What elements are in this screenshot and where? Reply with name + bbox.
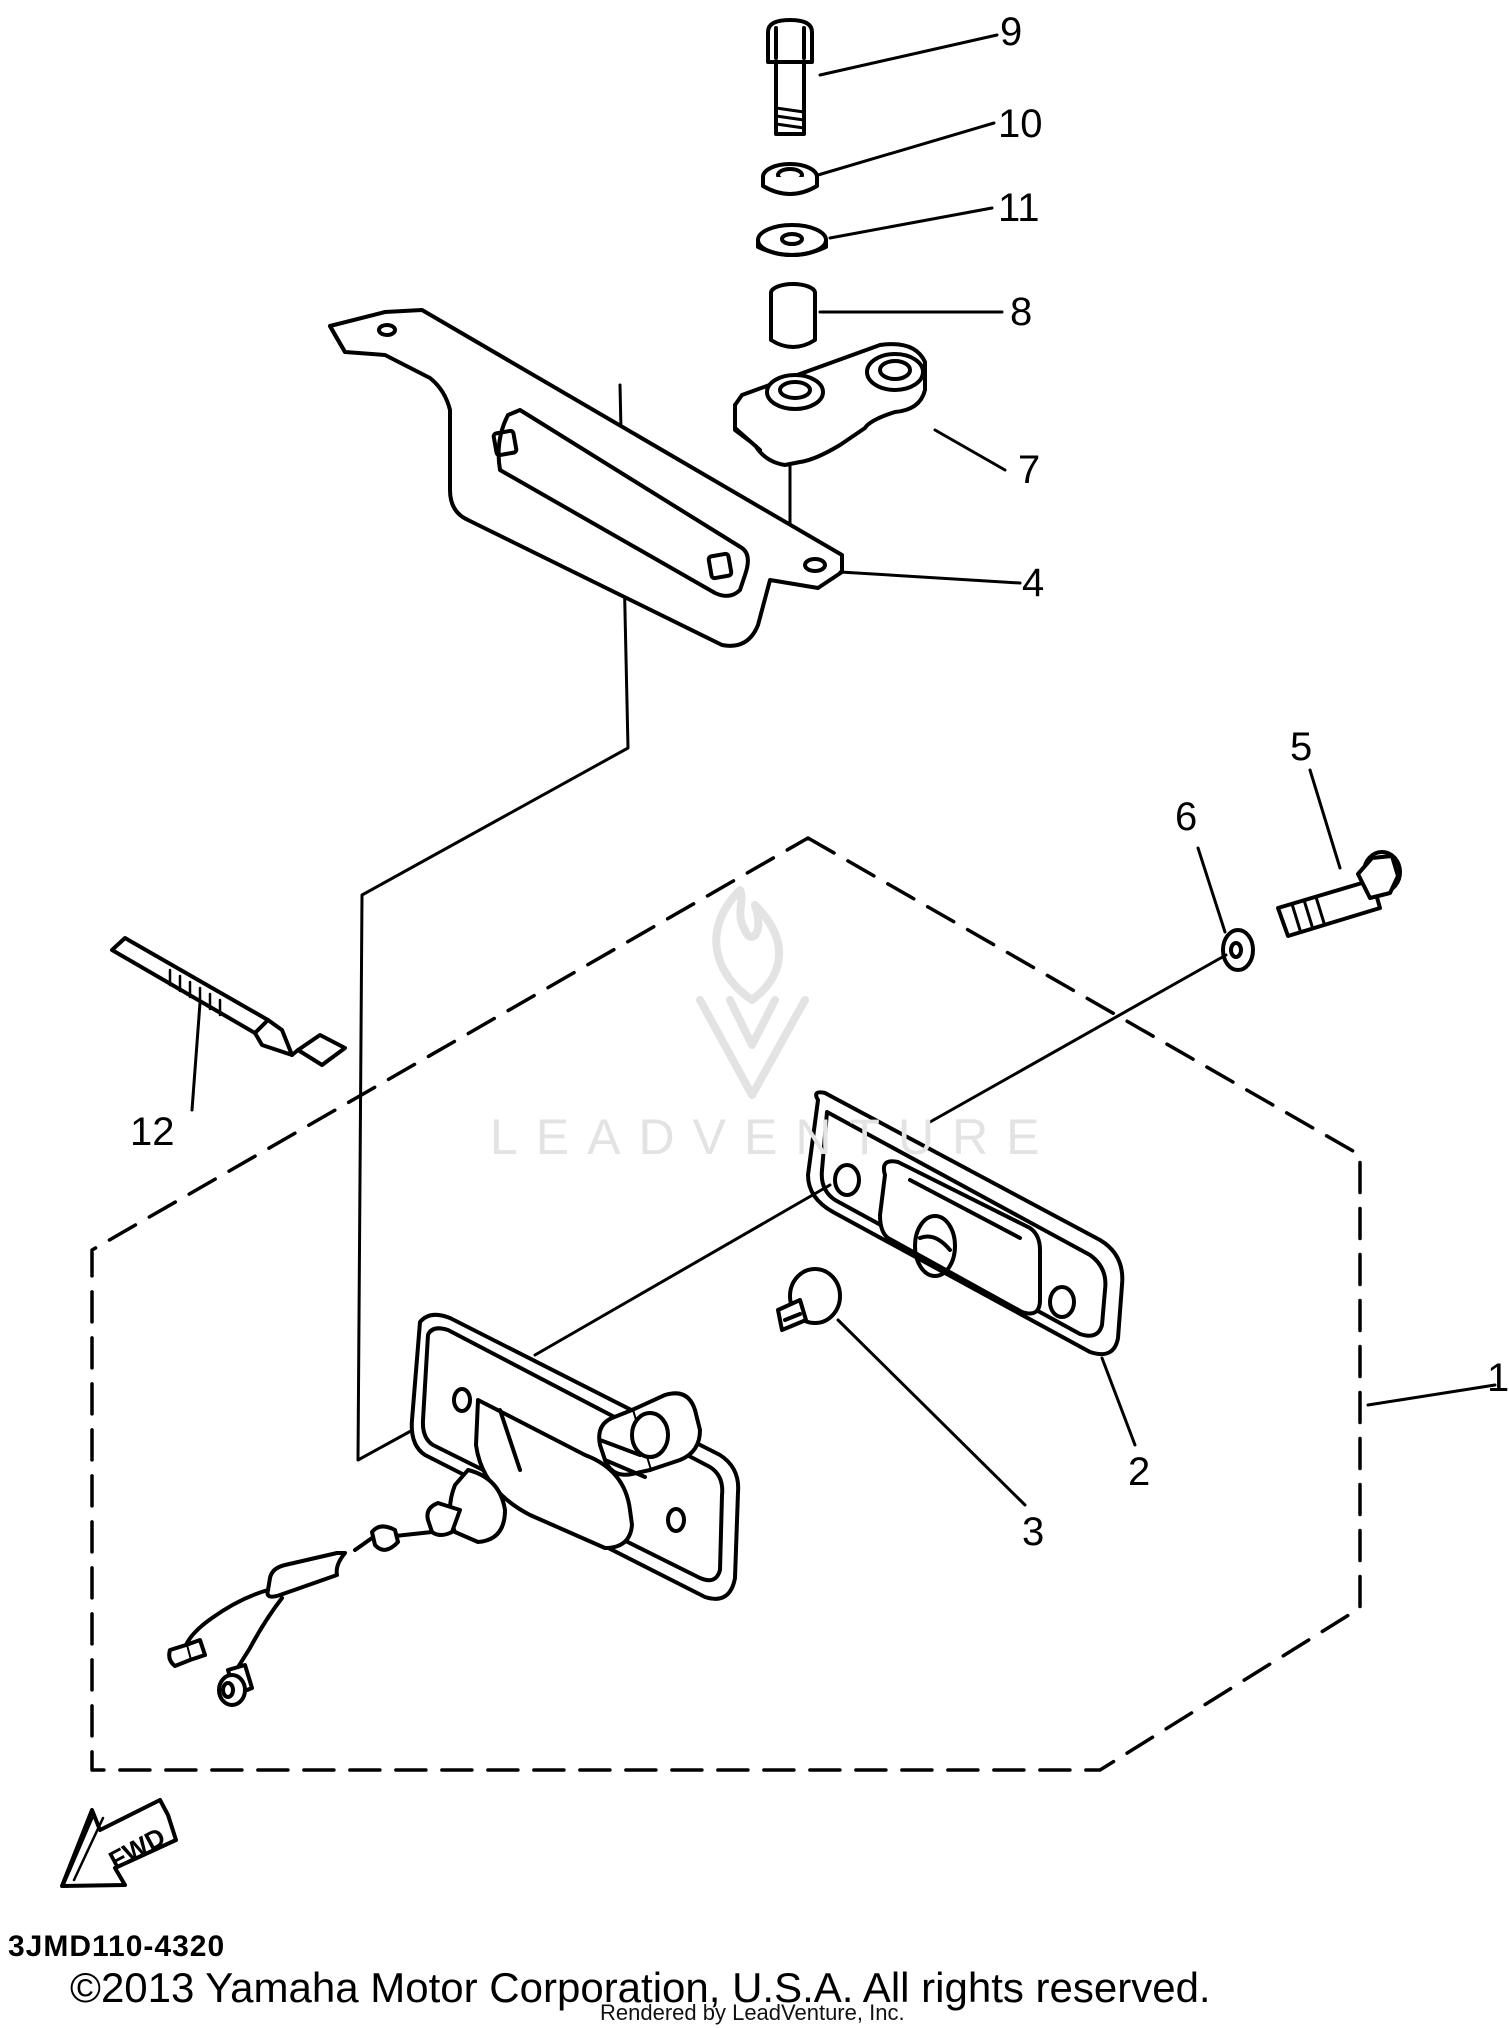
cable-tie-part-12 — [110, 936, 347, 1067]
wire-harness — [167, 1468, 507, 1707]
bolt-part-5 — [1276, 850, 1402, 938]
lamp-housing — [409, 1312, 741, 1601]
rendered-by-credit: Rendered by LeadVenture, Inc. — [600, 2000, 905, 2025]
flat-washer-part-11 — [756, 223, 828, 257]
callout-11: 11 — [998, 186, 1040, 230]
leadventure-logo-watermark — [696, 886, 809, 1099]
callout-12: 12 — [130, 1110, 175, 1154]
callout-5: 5 — [1290, 725, 1313, 769]
callout-2: 2 — [1128, 1450, 1151, 1494]
callout-7: 7 — [1018, 448, 1041, 492]
collar-part-8 — [769, 282, 817, 349]
stay-part-7 — [733, 342, 927, 467]
callout-4: 4 — [1022, 561, 1045, 605]
callout-1: 1 — [1487, 1356, 1509, 1400]
fwd-arrow-icon — [60, 1798, 178, 1888]
callout-3: 3 — [1022, 1510, 1045, 1554]
lens-part-2 — [806, 1090, 1125, 1357]
watermark-text: LEADVENTURE — [490, 1109, 1058, 1165]
callout-8: 8 — [1010, 290, 1033, 334]
callout-6: 6 — [1175, 795, 1198, 839]
washer-part-6 — [1221, 928, 1255, 972]
bolt-part-9 — [766, 18, 814, 136]
assembly-guide-line — [356, 383, 630, 1462]
callout-leaders — [190, 33, 1497, 1507]
bulb-part-3 — [776, 1267, 842, 1332]
bulb-socket — [597, 1391, 702, 1479]
copyright-notice: ©2013 Yamaha Motor Corporation, U.S.A. A… — [70, 1964, 1211, 2011]
diagram-part-code: 3JMD110-4320 — [8, 1930, 226, 1963]
bracket-part-4 — [328, 308, 844, 648]
lock-washer-part-10 — [761, 162, 819, 196]
lamp-assembly-boundary — [90, 836, 1362, 1772]
callout-9: 9 — [1000, 10, 1023, 54]
callout-10: 10 — [998, 102, 1043, 146]
